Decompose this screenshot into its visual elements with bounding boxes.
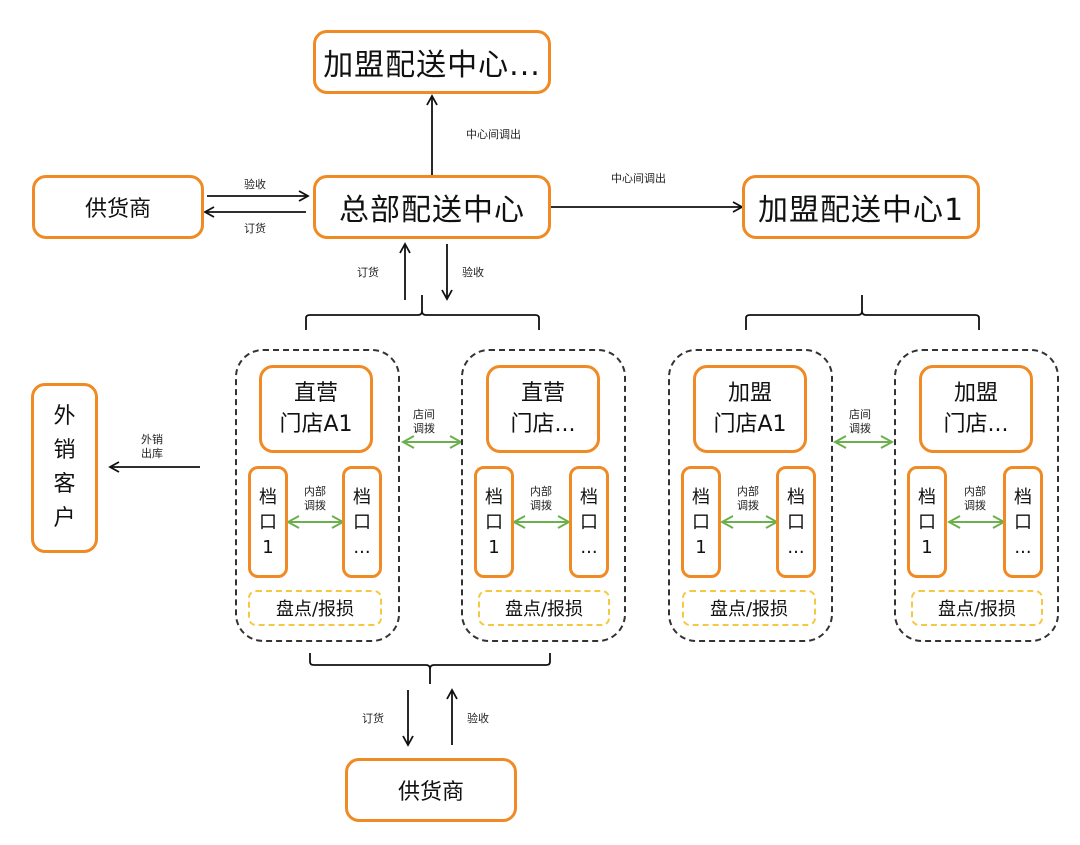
stall-label: 口: [1014, 511, 1032, 533]
inventory-box[interactable]: 盘点/报损: [682, 590, 816, 626]
stall-label: 档: [787, 486, 805, 508]
stall-label: 档: [259, 486, 277, 508]
internal-transfer-label: 内部调拨: [964, 485, 986, 512]
store-group-direct-more: [461, 349, 626, 642]
edge-label-hq-to-supplier: 订货: [244, 222, 266, 235]
stall-label: 口: [353, 511, 371, 533]
internal-transfer-label: 内部调拨: [304, 485, 326, 512]
stall-label: ...: [1014, 536, 1032, 558]
store-label-line1: 直营: [293, 381, 338, 406]
store-node[interactable]: 加盟门店...: [919, 365, 1033, 453]
brace-direct-stores-bottom: [309, 653, 551, 684]
node-label: 加盟配送中心1: [757, 193, 965, 228]
edge-label-hq-to-franchise-more: 中心间调出: [466, 128, 521, 141]
stall-label: 口: [259, 511, 277, 533]
node-label-char: 客: [53, 472, 76, 497]
stall-node[interactable]: 档口 1: [248, 466, 288, 578]
inventory-label: 盘点/报损: [709, 599, 789, 620]
edge-label-hq-to-stores: 验收: [462, 266, 484, 279]
store-label-line1: 直营: [520, 381, 565, 406]
stall-node[interactable]: 档口...: [1003, 466, 1043, 578]
internal-transfer-label: 内部调拨: [737, 485, 759, 512]
store-label-line2: 门店...: [943, 412, 1009, 437]
store-label-line2: 门店A1: [713, 412, 787, 437]
inventory-label: 盘点/报损: [275, 599, 355, 620]
store-label-line2: 门店...: [510, 412, 576, 437]
edge-label-supplier-to-hq: 验收: [244, 178, 266, 191]
stall-label: ...: [353, 536, 371, 558]
internal-transfer-label: 内部调拨: [530, 485, 552, 512]
node-label-char: 销: [53, 438, 76, 463]
node-supplier-top[interactable]: 供货商: [32, 175, 204, 239]
edge-label-stores-to-supplier: 订货: [362, 712, 384, 725]
node-supplier-bottom[interactable]: 供货商: [345, 758, 517, 822]
stall-label: 档: [692, 486, 710, 508]
node-franchise-center-1[interactable]: 加盟配送中心1: [742, 175, 980, 239]
brace-franchise-stores-top: [745, 295, 980, 330]
stall-label: 1: [262, 536, 274, 558]
stall-label: 档: [1014, 486, 1032, 508]
stall-label: ...: [787, 536, 805, 558]
inventory-label: 盘点/报损: [504, 599, 584, 620]
stall-label: 口: [918, 511, 936, 533]
stall-label: 档: [918, 486, 936, 508]
inventory-box[interactable]: 盘点/报损: [248, 590, 382, 626]
node-hq-center[interactable]: 总部配送中心: [313, 175, 551, 239]
edge-label-direct-store-transfer: 店间 调拨: [413, 408, 435, 435]
edge-label-franchise-store-transfer: 店间 调拨: [849, 408, 871, 435]
stall-label: 口: [787, 511, 805, 533]
edge-label-stores-to-hq: 订货: [357, 266, 379, 279]
store-node[interactable]: 直营门店...: [486, 365, 600, 453]
stall-label: 档: [580, 486, 598, 508]
node-external-customer[interactable]: 外 销 客 户: [31, 383, 98, 553]
store-label-line2: 门店A1: [279, 412, 353, 437]
edge-label-external-sale: 外销 出库: [141, 433, 163, 460]
stall-label: 档: [485, 486, 503, 508]
stall-node[interactable]: 档口...: [342, 466, 382, 578]
edge-label-hq-to-franchise-1: 中心间调出: [611, 172, 666, 185]
store-group-franchise-more: [894, 349, 1059, 642]
node-franchise-center-more[interactable]: 加盟配送中心...: [313, 30, 551, 94]
brace-direct-stores-top: [305, 295, 540, 330]
stall-label: 1: [695, 536, 707, 558]
node-label: 总部配送中心: [339, 193, 525, 228]
stall-label: 1: [488, 536, 500, 558]
stall-node[interactable]: 档口 1: [907, 466, 947, 578]
node-label: 加盟配送中心...: [323, 48, 541, 83]
stall-label: 档: [353, 486, 371, 508]
stall-node[interactable]: 档口 1: [474, 466, 514, 578]
node-label-char: 外: [53, 404, 76, 429]
stall-node[interactable]: 档口...: [569, 466, 609, 578]
stall-node[interactable]: 档口...: [776, 466, 816, 578]
stall-label: 1: [921, 536, 933, 558]
edge-label-supplier-to-stores: 验收: [467, 712, 489, 725]
store-group-direct-a1: [235, 349, 400, 642]
inventory-box[interactable]: 盘点/报损: [478, 590, 610, 626]
store-label-line1: 加盟: [727, 381, 772, 406]
store-node[interactable]: 加盟门店A1: [693, 365, 807, 453]
store-group-franchise-a1: [668, 349, 833, 642]
node-label-char: 户: [53, 506, 76, 531]
stall-label: 口: [692, 511, 710, 533]
store-node[interactable]: 直营门店A1: [259, 365, 373, 453]
stall-node[interactable]: 档口 1: [681, 466, 721, 578]
stall-label: 口: [580, 511, 598, 533]
node-label: 供货商: [84, 197, 151, 222]
stall-label: 口: [485, 511, 503, 533]
inventory-box[interactable]: 盘点/报损: [911, 590, 1043, 626]
inventory-label: 盘点/报损: [937, 599, 1017, 620]
store-label-line1: 加盟: [953, 381, 998, 406]
stall-label: ...: [580, 536, 598, 558]
node-label: 供货商: [397, 780, 464, 805]
